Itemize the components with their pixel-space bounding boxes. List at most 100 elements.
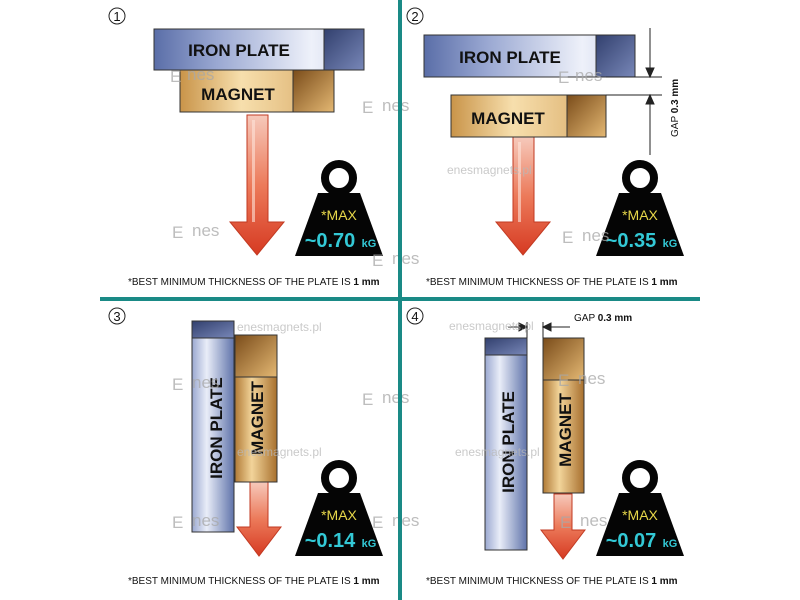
magnet-block	[542, 337, 585, 494]
watermark-site: enesmagnets.pl	[449, 319, 534, 333]
max-label: *MAX	[321, 507, 357, 523]
iron-plate-label: IRON PLATE	[459, 48, 561, 67]
thickness-note: *BEST MINIMUM THICKNESS OF THE PLATE IS …	[128, 576, 380, 587]
watermark-logo: E nes	[560, 511, 607, 532]
max-unit: kG	[663, 238, 678, 250]
panel-number-badge	[108, 7, 126, 25]
svg-text:nes: nes	[578, 369, 605, 388]
svg-text:nes: nes	[382, 96, 409, 115]
svg-text:E: E	[172, 513, 183, 532]
svg-text:E: E	[560, 513, 571, 532]
watermark-logo: E nes	[172, 221, 219, 242]
max-value: ~0.14	[305, 530, 356, 552]
max-label: *MAX	[321, 207, 357, 223]
svg-text:E: E	[372, 251, 383, 270]
panel-number-badge	[406, 307, 424, 325]
gap-dimension	[508, 322, 570, 338]
magnet-label: MAGNET	[471, 109, 545, 128]
max-unit: kG	[362, 238, 377, 250]
watermark-logo: E nes	[558, 369, 605, 390]
max-value: ~0.07	[606, 530, 657, 552]
watermark-site: enesmagnets.pl	[447, 163, 532, 177]
watermark-logo: E nes	[362, 388, 409, 409]
max-unit: kG	[362, 538, 377, 550]
watermark-logo: E nes	[372, 511, 419, 532]
magnet-block	[179, 69, 335, 113]
pull-arrow	[235, 481, 283, 557]
watermark-logo: E nes	[170, 65, 214, 86]
svg-text:E: E	[558, 68, 569, 87]
watermark-site: enesmagnets.pl	[237, 445, 322, 459]
iron-plate-label: IRON PLATE	[499, 391, 518, 493]
svg-text:nes: nes	[580, 511, 607, 530]
max-value: ~0.35	[606, 230, 657, 252]
pull-arrow	[228, 114, 286, 256]
iron-plate	[423, 34, 636, 78]
iron-plate	[153, 28, 365, 71]
gap-dimension	[606, 28, 662, 155]
svg-text:E: E	[170, 67, 181, 86]
svg-text:E: E	[562, 228, 573, 247]
weight-icon	[295, 160, 383, 256]
watermark-site: enesmagnets.pl	[455, 445, 540, 459]
gap-label: GAP 0.3 mm	[670, 79, 681, 137]
pull-arrow	[539, 493, 587, 560]
watermark-logo: E nes	[362, 96, 409, 117]
svg-text:nes: nes	[192, 221, 219, 240]
panel-number-badge	[108, 307, 126, 325]
panel-number: 2	[411, 9, 418, 24]
max-label: *MAX	[622, 507, 658, 523]
panel-2: 2 MAGNET IRON PLATE GAP 0.3 mm	[406, 7, 684, 288]
gap-label: GAP 0.3 mm	[574, 313, 632, 324]
max-unit: kG	[663, 538, 678, 550]
svg-text:nes: nes	[392, 249, 419, 268]
svg-text:E: E	[172, 223, 183, 242]
magnet-label: MAGNET	[248, 381, 267, 455]
svg-text:E: E	[558, 371, 569, 390]
watermark-logo: E nes	[172, 373, 219, 394]
watermarks: enesmagnets.pl enesmagnets.pl enesmagnet…	[170, 65, 609, 532]
svg-text:nes: nes	[392, 511, 419, 530]
horizontal-divider	[100, 297, 700, 301]
thickness-note: *BEST MINIMUM THICKNESS OF THE PLATE IS …	[426, 277, 678, 288]
panel-number: 4	[411, 309, 418, 324]
pull-arrow	[494, 136, 552, 256]
iron-plate-label: IRON PLATE	[207, 377, 226, 479]
svg-text:E: E	[362, 390, 373, 409]
svg-text:E: E	[172, 375, 183, 394]
watermark-logo: E nes	[558, 66, 602, 87]
panel-3: 3 IRON PLATE MAGNET *MAX ~0.14 kG *BEST …	[108, 307, 383, 587]
magnet-block	[450, 94, 607, 138]
watermark-site: enesmagnets.pl	[237, 320, 322, 334]
panel-number: 1	[113, 9, 120, 24]
weight-icon	[596, 460, 684, 556]
svg-text:E: E	[372, 513, 383, 532]
max-label: *MAX	[622, 207, 658, 223]
panel-number: 3	[113, 309, 120, 324]
weight-icon	[295, 460, 383, 556]
magnet-label: MAGNET	[201, 85, 275, 104]
iron-plate-label: IRON PLATE	[188, 41, 290, 60]
thickness-note: *BEST MINIMUM THICKNESS OF THE PLATE IS …	[128, 277, 380, 288]
max-value: ~0.70	[305, 230, 356, 252]
svg-text:nes: nes	[192, 373, 219, 392]
panel-1: 1 MAGNET IRON PLATE *MAX ~0.70 kG *BEST …	[108, 7, 383, 288]
weight-icon	[596, 160, 684, 256]
watermark-logo: E nes	[372, 249, 419, 270]
svg-text:nes: nes	[575, 66, 602, 85]
watermark-logo: E nes	[562, 226, 609, 247]
panel-number-badge	[406, 7, 424, 25]
watermark-logo: E nes	[172, 511, 219, 532]
svg-text:E: E	[362, 98, 373, 117]
panel-4: 4 IRON PLATE MAGNET GAP 0.3 mm *	[406, 307, 684, 587]
svg-text:nes: nes	[187, 65, 214, 84]
magnet-label: MAGNET	[556, 393, 575, 467]
svg-text:nes: nes	[582, 226, 609, 245]
svg-text:nes: nes	[192, 511, 219, 530]
iron-plate	[484, 337, 528, 551]
magnet-block	[234, 334, 278, 483]
thickness-note: *BEST MINIMUM THICKNESS OF THE PLATE IS …	[426, 576, 678, 587]
svg-text:nes: nes	[382, 388, 409, 407]
iron-plate	[191, 320, 235, 533]
